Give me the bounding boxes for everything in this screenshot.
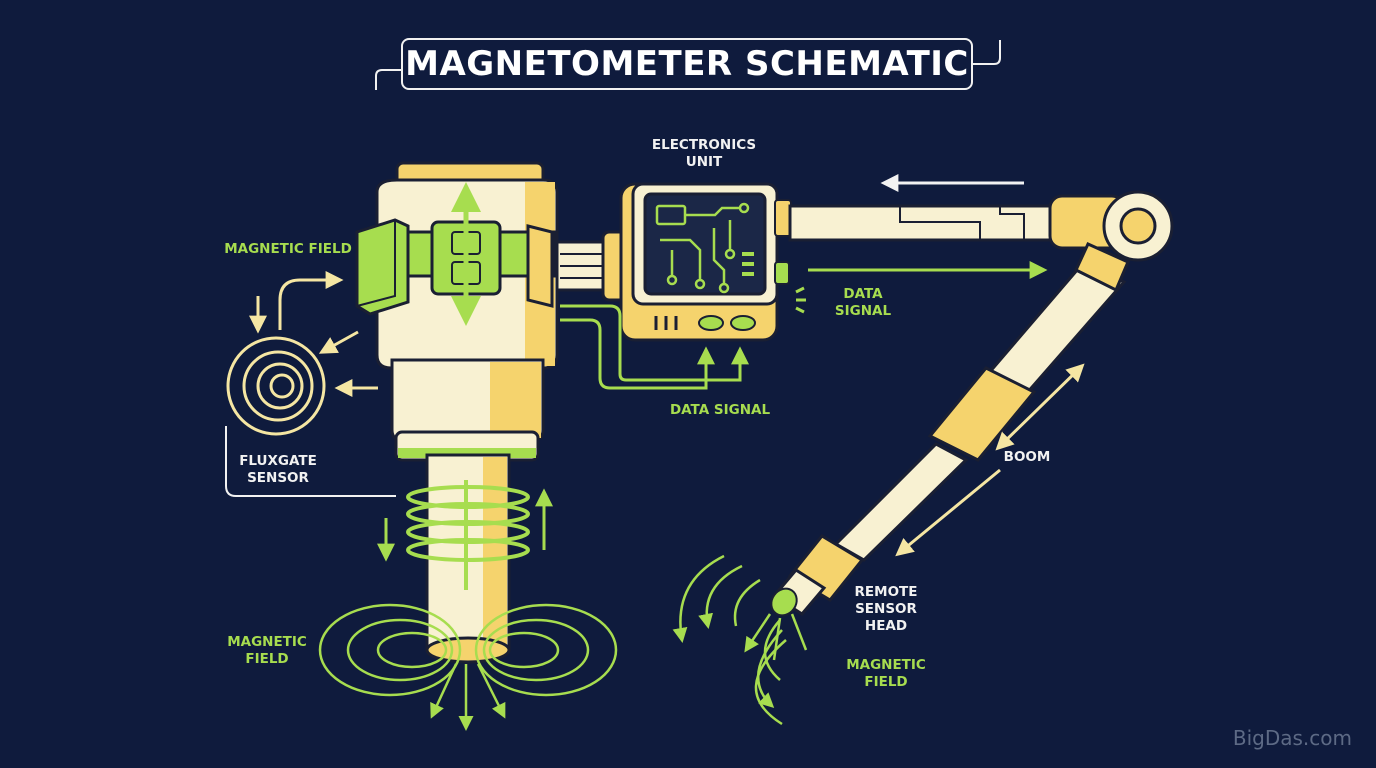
fluxgate-sensor-label: FLUXGATE SENSOR [228, 453, 328, 487]
electronics-unit-box [621, 184, 791, 340]
boom-arm [766, 192, 1172, 620]
magnetic-field-label-bottom-right: MAGNETIC FIELD [834, 657, 938, 691]
electronics-unit-label: ELECTRONICS UNIT [644, 137, 764, 171]
data-signal-label-bottom: DATA SIGNAL [658, 402, 782, 419]
magnetic-field-label-bottom-left: MAGNETIC FIELD [214, 634, 320, 668]
title-bracket-left [376, 70, 401, 90]
data-signal-label-right: DATA SIGNAL [818, 286, 908, 320]
boom-label: BOOM [992, 449, 1062, 466]
fluxgate-arrow-upper [322, 332, 358, 352]
title-bracket-right [973, 40, 1000, 64]
fluxgate-coil-symbol [228, 338, 324, 434]
main-sensor-assembly [357, 163, 557, 662]
remote-sensor-head-label: REMOTE SENSOR HEAD [836, 584, 936, 635]
watermark: BigDas.com [1233, 726, 1352, 750]
signal-dashes-icon [796, 288, 806, 312]
sensor-connector [557, 232, 627, 300]
field-up-arrow [280, 280, 340, 330]
page-title: MAGNETOMETER SCHEMATIC [405, 44, 969, 84]
title-box: MAGNETOMETER SCHEMATIC [401, 38, 973, 90]
magnetic-field-label-top: MAGNETIC FIELD [208, 241, 368, 258]
